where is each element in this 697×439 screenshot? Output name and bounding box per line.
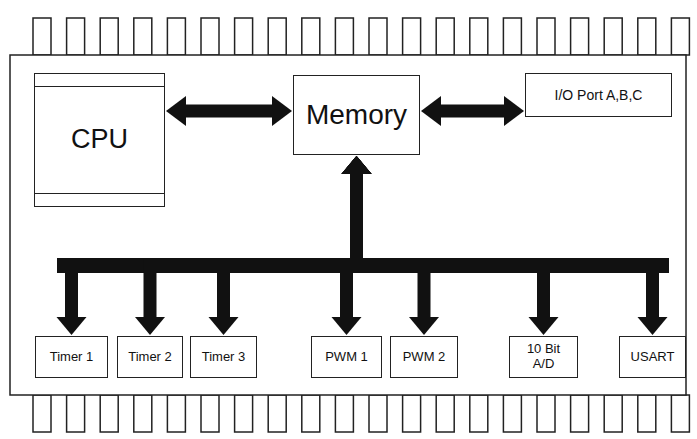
arrow-head [135,317,165,335]
chip-pin [201,18,219,55]
chip-pin [369,395,387,432]
chip-pin [302,18,320,55]
chip-pin [100,18,118,55]
pwm-box: PWM 2 [390,336,458,378]
box-label: Timer 3 [202,350,246,365]
bus-line [150,173,357,318]
usart-box: USART [619,336,686,378]
chip-pin [604,395,622,432]
memory-box: Memory [293,75,420,155]
bus-line [357,173,653,318]
adc-box: 10 Bit A/D [509,336,578,378]
arrow-head [638,317,668,335]
chip-pin [167,18,185,55]
chip-pin [671,395,689,432]
arrow-head [272,96,292,126]
bus-line [357,173,544,318]
arrow-head [529,317,559,335]
arrow-head [166,96,186,126]
arrow-head [209,317,239,335]
box-label: I/O Port A,B,C [555,87,643,103]
chip-pin [571,395,589,432]
chip-pin [369,18,387,55]
chip-pin [638,18,656,55]
bus-arrow [421,96,524,126]
cpu-band [35,74,164,87]
chip-pin [235,395,253,432]
chip-pin [537,18,555,55]
box-label: 10 Bit A/D [520,342,568,372]
chip-pin [302,395,320,432]
arrow-head [57,317,87,335]
chip-pin [235,18,253,55]
arrow-head [409,317,439,335]
cpu-band [35,193,164,206]
chip-pin [268,395,286,432]
bus-arrow [135,156,372,335]
box-label: PWM 1 [325,350,368,365]
chip-pin [503,395,521,432]
arrow-head [342,156,372,174]
chip-pin [470,395,488,432]
chip-pin [604,18,622,55]
box-label: Timer 2 [128,350,172,365]
arrow-head [332,317,362,335]
box-label: CPU [71,124,128,155]
box-label: Memory [306,99,407,131]
chip-pin [470,18,488,55]
bus-arrow [209,156,372,335]
chip-pin [571,18,589,55]
bus-arrow [342,156,668,335]
chip-pin [33,395,51,432]
bus-arrow [166,96,292,126]
arrow-head [342,156,372,174]
arrow-head [421,96,441,126]
arrow-head [342,156,372,174]
arrow-head [342,156,372,174]
chip-pin [134,18,152,55]
box-label: PWM 2 [403,350,446,365]
pwm-box: PWM 1 [311,336,382,378]
chip-pin [335,395,353,432]
chip-pin [33,18,51,55]
chip-pin [503,18,521,55]
chip-pin [671,18,689,55]
timer-box: Timer 3 [190,336,257,378]
chip-pin [167,395,185,432]
arrow-head [504,96,524,126]
bus-line [224,173,357,318]
chip-pin [403,395,421,432]
box-label: Timer 1 [50,350,94,365]
chip-pin [268,18,286,55]
bus-arrow [342,156,559,335]
chip-pin [537,395,555,432]
arrow-head [342,156,372,174]
arrow-head [342,156,372,174]
cpu-box: CPU [34,73,165,207]
chip-pin [436,395,454,432]
chip-pin [201,395,219,432]
bus-line [357,173,425,318]
timer-box: Timer 2 [117,336,183,378]
bus-line [185,105,273,118]
chip-pin [436,18,454,55]
bus-line [440,105,505,118]
arrow-head [342,156,372,174]
box-label: USART [631,350,675,365]
io-port-box: I/O Port A,B,C [525,73,672,117]
timer-box: Timer 1 [35,336,108,378]
chip-pin [403,18,421,55]
chip-pin [67,395,85,432]
chip-pin [134,395,152,432]
chip-pin [335,18,353,55]
chip-pin [67,18,85,55]
chip-pin [100,395,118,432]
chip-pin [638,395,656,432]
